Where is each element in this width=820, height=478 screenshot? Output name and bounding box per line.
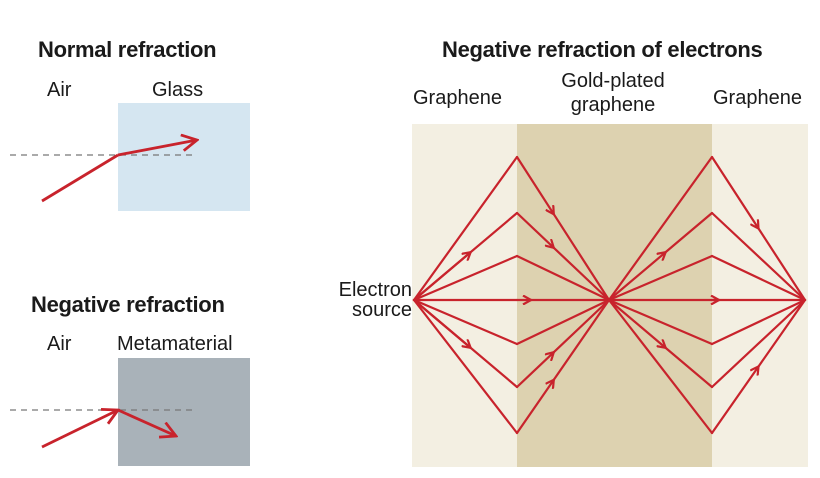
- ray-5-segment-2a: [515, 352, 554, 389]
- ray-6-segment-2a: [515, 380, 554, 435]
- left-graphene-region: [412, 124, 517, 467]
- glass-label: Glass: [152, 79, 204, 101]
- ray-1-source-arrow: [412, 252, 471, 302]
- metamaterial-block: [118, 358, 250, 466]
- metamaterial-label: Metamaterial: [117, 333, 233, 355]
- ray-4-segment-3: [607, 298, 714, 346]
- ray-4-segment-1: [412, 298, 519, 346]
- normal-incident-ray: [41, 153, 119, 203]
- electrons-title: Negative refraction of electrons: [442, 37, 763, 62]
- right-graphene-label: Graphene: [713, 87, 802, 109]
- ray-0-segment-4a: [710, 155, 759, 229]
- ray-5-segment-3a: [607, 298, 666, 348]
- normal-air-label: Air: [47, 79, 72, 101]
- normal-refracted-ray: [117, 140, 197, 157]
- ray-1-segment-2a: [515, 211, 554, 248]
- ray-0-segment-1: [412, 155, 519, 302]
- ray-6-segment-2b: [552, 298, 611, 381]
- ray-6-segment-1: [412, 298, 519, 435]
- ray-1-segment-3a: [607, 252, 666, 302]
- ray-6-segment-4a: [710, 367, 759, 435]
- ray-0-segment-3: [607, 155, 714, 302]
- ray-1-segment-2b: [552, 246, 611, 302]
- negative-refraction-title: Negative refraction: [31, 292, 225, 317]
- normal-refraction-title: Normal refraction: [38, 37, 217, 62]
- ray-4-segment-4: [710, 298, 807, 346]
- negative-refracted-ray: [117, 408, 176, 436]
- ray-5-segment-4: [710, 298, 807, 389]
- left-graphene-label: Graphene: [413, 87, 502, 109]
- gold-plated-label-line2: graphene: [570, 94, 656, 116]
- ray-0-segment-2b: [552, 213, 611, 302]
- ray-0-segment-2a: [515, 155, 554, 214]
- ray-1-segment-4: [710, 211, 807, 302]
- ray-2-segment-1: [412, 254, 519, 302]
- ray-5-segment-2b: [552, 298, 611, 354]
- electron-source-label-line1: Electron: [338, 279, 412, 301]
- electron-rays: [412, 155, 807, 435]
- ray-2-segment-3: [607, 254, 714, 302]
- ray-6-segment-4b: [757, 298, 807, 368]
- ray-4-segment-2: [515, 298, 611, 346]
- ray-2-segment-4: [710, 254, 807, 302]
- ray-6-segment-3: [607, 298, 714, 435]
- negative-air-label: Air: [47, 333, 72, 355]
- gold-plated-label-line1: Gold-plated: [561, 70, 665, 92]
- glass-block: [118, 103, 250, 211]
- ray-1-segment-3b: [664, 211, 714, 254]
- electron-source-label-line2: source: [351, 299, 412, 321]
- ray-0-segment-4b: [757, 227, 807, 302]
- ray-5-source-arrow: [412, 298, 471, 348]
- ray-5-segment-3b: [664, 346, 714, 389]
- ray-2-segment-2: [515, 254, 611, 302]
- negative-incident-ray: [41, 410, 118, 449]
